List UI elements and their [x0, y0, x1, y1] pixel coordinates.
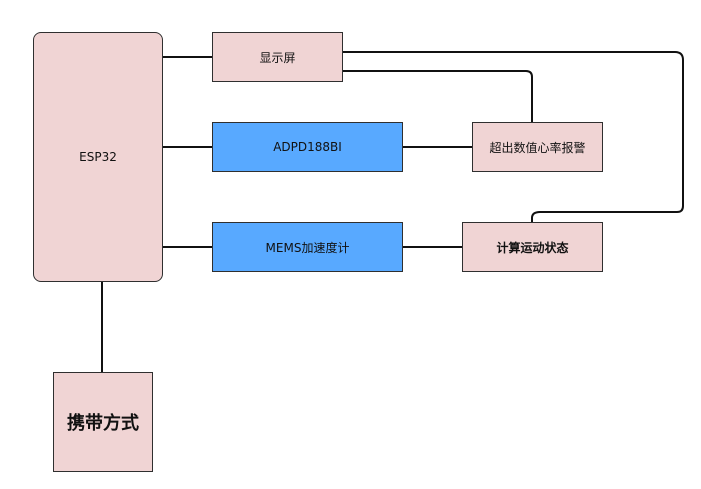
- adpd-label: ADPD188BI: [273, 140, 342, 154]
- display-motion-state-connector: [343, 51, 684, 222]
- display-label: 显示屏: [259, 50, 296, 65]
- carry-mode-label: 携带方式: [67, 413, 139, 434]
- motion-state-label: 计算运动状态: [496, 240, 569, 255]
- mems-node: MEMS加速度计: [212, 222, 403, 272]
- mems-label: MEMS加速度计: [265, 240, 350, 255]
- display-heart-rate-alarm-connector: [343, 70, 533, 122]
- heart-rate-alarm-label: 超出数值心率报警: [489, 140, 586, 155]
- carry-mode-node: 携带方式: [53, 372, 153, 472]
- esp32-node: ESP32: [33, 32, 163, 282]
- esp32-label: ESP32: [79, 150, 117, 164]
- display-node: 显示屏: [212, 32, 343, 82]
- motion-state-node: 计算运动状态: [462, 222, 603, 272]
- adpd-node: ADPD188BI: [212, 122, 403, 172]
- heart-rate-alarm-node: 超出数值心率报警: [472, 122, 603, 172]
